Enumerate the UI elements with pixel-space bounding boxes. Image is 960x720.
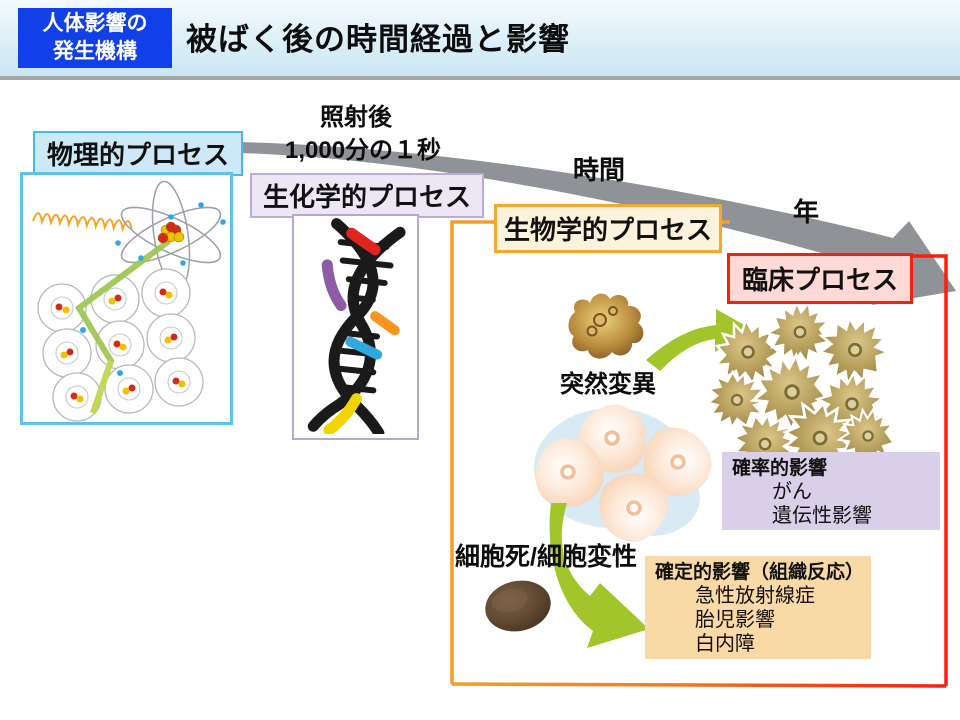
dead-cell-illustration xyxy=(485,580,551,632)
stochastic-effect-item: がん xyxy=(772,481,812,503)
header-tag-line2: 発生機構 xyxy=(53,40,137,63)
irradiation-start-line2: 1,000分の１秒 xyxy=(285,137,442,164)
mutated-cell-illustration xyxy=(568,293,644,359)
label-clinical-process: 臨床プロセス xyxy=(727,253,913,304)
year-label: 年 xyxy=(793,197,820,227)
stochastic-effects-title: 確率的影響 xyxy=(732,458,828,479)
deterministic-effect-item: 白内障 xyxy=(695,633,755,655)
irradiation-start-label: 照射後 1,000分の１秒 xyxy=(285,101,441,167)
dna-illustration xyxy=(307,218,406,434)
cell-death-arrow-icon xyxy=(549,503,649,648)
page-title: 被ばく後の時間経過と影響 xyxy=(186,22,570,57)
mutation-arrow-icon xyxy=(646,309,753,371)
label-biochemical-process: 生化学的プロセス xyxy=(250,173,484,218)
label-physical-process: 物理的プロセス xyxy=(33,131,243,176)
header-bar: 人体影響の 発生機構 被ばく後の時間経過と影響 xyxy=(0,0,960,80)
physical-process-illustration-box xyxy=(20,172,233,425)
header-tag-line1: 人体影響の xyxy=(42,12,148,35)
deterministic-effect-item: 急性放射線症 xyxy=(695,585,815,607)
cell-death-label: 細胞死/細胞変性 xyxy=(455,543,637,571)
irradiation-start-line1: 照射後 xyxy=(320,104,392,131)
time-label: 時間 xyxy=(573,155,626,185)
label-biological-process: 生物学的プロセス xyxy=(494,204,722,253)
mutation-label: 突然変異 xyxy=(560,371,656,398)
stochastic-effects-box: 確率的影響 がん 遺伝性影響 xyxy=(722,452,940,530)
atom-illustration xyxy=(32,180,226,422)
header-tag: 人体影響の 発生機構 xyxy=(18,8,172,68)
photon-wave-icon xyxy=(32,212,133,233)
deterministic-effects-title: 確定的影響（組織反応） xyxy=(655,562,865,583)
normal-cells-illustration xyxy=(523,397,717,547)
deterministic-effects-box: 確定的影響（組織反応） 急性放射線症 胎児影響 白内障 xyxy=(645,556,871,659)
biochemical-process-illustration-box xyxy=(292,214,419,440)
stochastic-effect-item: 遺伝性影響 xyxy=(772,505,872,527)
deterministic-effect-item: 胎児影響 xyxy=(695,609,775,631)
